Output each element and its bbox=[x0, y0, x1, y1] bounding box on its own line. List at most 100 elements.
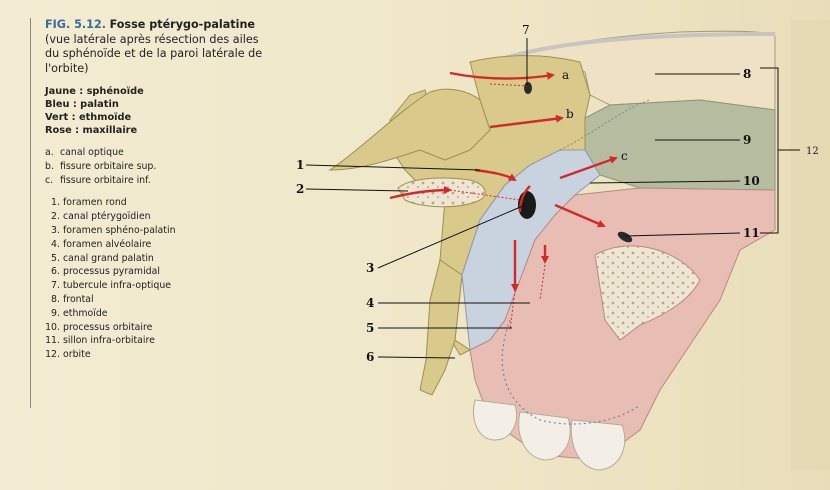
legend-item: b. fissure orbitaire sup. bbox=[45, 160, 270, 174]
legend-item: c. fissure orbitaire inf. bbox=[45, 174, 270, 188]
legend-item: a. canal optique bbox=[45, 146, 270, 160]
legend-item: 5.canal grand palatin bbox=[45, 252, 270, 266]
legend-item: 8.frontal bbox=[45, 293, 270, 307]
legend-label: canal optique bbox=[59, 147, 124, 158]
legend-label: canal ptérygoïdien bbox=[63, 211, 151, 223]
label-12: 12 bbox=[806, 146, 819, 157]
tooth bbox=[518, 411, 571, 461]
leader-lines bbox=[305, 38, 741, 359]
orbit-outline bbox=[559, 99, 651, 151]
orbit-bracket bbox=[760, 67, 800, 234]
legend-label: foramen alvéolaire bbox=[63, 238, 152, 250]
palatine-canal-outline bbox=[501, 319, 641, 425]
legend-item: 2.canal ptérygoïdien bbox=[45, 210, 270, 224]
legend-key: 4. bbox=[51, 238, 60, 250]
leader-6 bbox=[377, 356, 456, 359]
label-5: 5 bbox=[366, 321, 374, 335]
leader-10 bbox=[589, 180, 741, 184]
legend-item: 6.processus pyramidal bbox=[45, 265, 270, 279]
label-2: 2 bbox=[296, 182, 304, 196]
legend-item: 1.foramen rond bbox=[45, 196, 270, 210]
legend-key: 6. bbox=[51, 266, 60, 278]
legend-key: b. bbox=[45, 160, 54, 172]
arrows bbox=[389, 71, 618, 292]
legend-item: 11.sillon infra-orbitaire bbox=[45, 334, 270, 348]
leader-2 bbox=[305, 188, 409, 192]
leader-1 bbox=[305, 164, 481, 171]
figure-number: FIG. 5.12. bbox=[45, 18, 106, 31]
arrow-a bbox=[449, 71, 555, 80]
legend-key: 2. bbox=[51, 211, 60, 223]
label-8: 8 bbox=[743, 67, 751, 81]
legend-item: 3.foramen sphéno-palatin bbox=[45, 224, 270, 238]
legend-label: processus orbitaire bbox=[63, 321, 153, 333]
legend-key: 12. bbox=[45, 349, 60, 361]
figure-caption: FIG. 5.12. Fosse ptérygo-palatine (vue l… bbox=[30, 18, 270, 408]
label-a: a bbox=[562, 68, 569, 82]
legend-label: orbite bbox=[63, 349, 91, 361]
legend-item: 12.orbite bbox=[45, 348, 270, 362]
label-b: b bbox=[566, 107, 574, 121]
legend-label: foramen sphéno-palatin bbox=[63, 224, 176, 236]
teeth bbox=[473, 399, 626, 471]
label-1: 1 bbox=[296, 158, 304, 172]
legend-key: c. bbox=[45, 174, 54, 186]
legend-key: 9. bbox=[51, 307, 60, 319]
legend-key: 1. bbox=[51, 197, 60, 209]
diagram-labels: 7 a b c 8 9 10 11 12 1 2 3 4 5 6 bbox=[296, 23, 819, 364]
figure-subtitle: (vue latérale après résection des ailes … bbox=[45, 32, 263, 75]
maxillary-sinus-section bbox=[594, 245, 701, 341]
legend-label: fissure orbitaire inf. bbox=[59, 174, 151, 186]
pterygoid-canal-section bbox=[397, 177, 486, 208]
label-c: c bbox=[621, 149, 628, 163]
color-key-item: Rose : maxillaire bbox=[45, 125, 138, 136]
legend-label: fissure orbitaire sup. bbox=[59, 160, 157, 172]
label-3: 3 bbox=[366, 261, 374, 275]
color-key-item: Vert : ethmoïde bbox=[45, 112, 132, 123]
legend-key: 10. bbox=[45, 321, 60, 333]
label-4: 4 bbox=[366, 296, 374, 310]
color-key-item: Jaune : sphénoïde bbox=[45, 86, 144, 97]
legend-label: ethmoïde bbox=[63, 307, 108, 319]
leader-3 bbox=[377, 204, 526, 269]
legend-key: 7. bbox=[51, 280, 60, 292]
color-key: Jaune : sphénoïde Bleu : palatin Vert : … bbox=[45, 85, 270, 137]
arrow-4-trace bbox=[539, 264, 546, 301]
arrow-2 bbox=[389, 186, 452, 200]
legend-label: canal grand palatin bbox=[63, 252, 154, 264]
legend-key: 8. bbox=[51, 293, 60, 305]
tooth bbox=[570, 419, 626, 471]
legend-item: 9.ethmoïde bbox=[45, 307, 270, 321]
legend-label: processus pyramidal bbox=[63, 266, 160, 278]
legend-key: 5. bbox=[51, 252, 60, 264]
color-key-item: Bleu : palatin bbox=[45, 99, 119, 110]
background-page bbox=[790, 20, 830, 470]
legend-label: tubercule infra-optique bbox=[63, 280, 172, 292]
letter-legend: a. canal optique b. fissure orbitaire su… bbox=[45, 146, 270, 187]
arrow-1 bbox=[474, 168, 517, 182]
label-7: 7 bbox=[522, 23, 530, 37]
label-10: 10 bbox=[743, 174, 760, 188]
dotted-arrow-paths bbox=[449, 83, 546, 331]
arrow-c bbox=[559, 156, 618, 180]
figure-name: Fosse ptérygo-palatine bbox=[109, 18, 256, 31]
label-9: 9 bbox=[743, 133, 751, 147]
legend-item: 10.processus orbitaire bbox=[45, 321, 270, 335]
arrow-11 bbox=[554, 203, 606, 228]
legend-key: a. bbox=[45, 147, 54, 158]
optic-canal-hole bbox=[524, 82, 532, 94]
arrow-3 bbox=[518, 185, 531, 213]
number-legend: 1.foramen rond 2.canal ptérygoïdien 3.fo… bbox=[45, 196, 270, 362]
label-11: 11 bbox=[743, 226, 760, 240]
legend-label: foramen rond bbox=[63, 197, 127, 209]
sphenoid-wing bbox=[328, 88, 491, 171]
label-6: 6 bbox=[366, 350, 374, 364]
legend-item: 7.tubercule infra-optique bbox=[45, 279, 270, 293]
figure-title: FIG. 5.12. Fosse ptérygo-palatine (vue l… bbox=[45, 18, 270, 76]
legend-key: 11. bbox=[45, 335, 60, 347]
legend-key: 3. bbox=[51, 224, 60, 236]
leader-11 bbox=[624, 232, 741, 237]
arrow-b bbox=[489, 114, 564, 129]
